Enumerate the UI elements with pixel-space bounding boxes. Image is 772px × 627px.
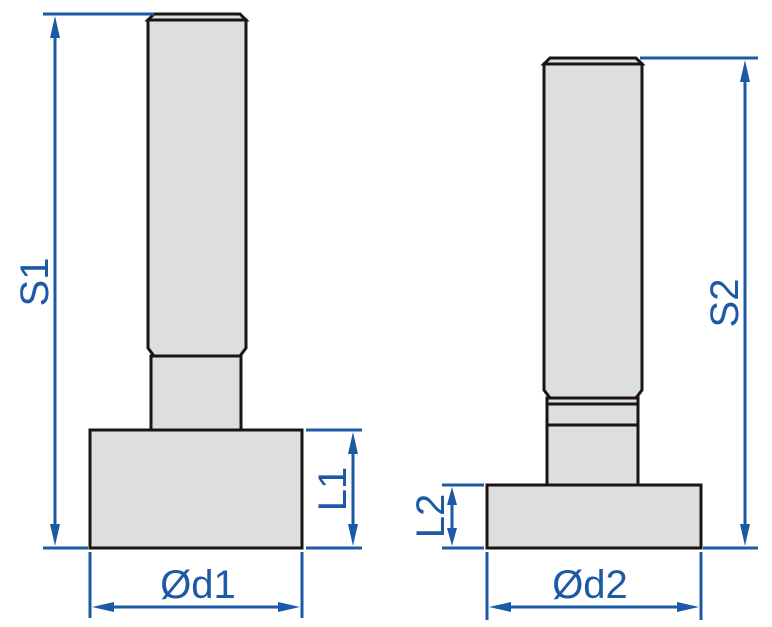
left-base xyxy=(88,428,304,550)
right-upper-shaft xyxy=(542,62,644,400)
left-upper-shaft xyxy=(146,18,248,358)
label-d2: Ød2 xyxy=(552,563,628,607)
label-l1: L1 xyxy=(311,467,355,512)
left-part xyxy=(88,12,304,550)
label-s2: S2 xyxy=(703,279,747,328)
label-s1: S1 xyxy=(13,258,57,307)
right-part xyxy=(485,56,703,550)
dimension-l2: L2 xyxy=(409,483,484,550)
right-base xyxy=(485,483,703,550)
label-d1: Ød1 xyxy=(160,563,236,607)
dimension-s1: S1 xyxy=(13,12,154,550)
dimension-s2: S2 xyxy=(640,56,758,550)
right-neck xyxy=(545,396,640,487)
label-l2: L2 xyxy=(409,494,453,539)
dimension-l1: L1 xyxy=(306,428,362,550)
dimension-d2: Ød2 xyxy=(485,552,703,620)
dimension-d1: Ød1 xyxy=(88,552,304,618)
left-neck xyxy=(149,354,243,432)
